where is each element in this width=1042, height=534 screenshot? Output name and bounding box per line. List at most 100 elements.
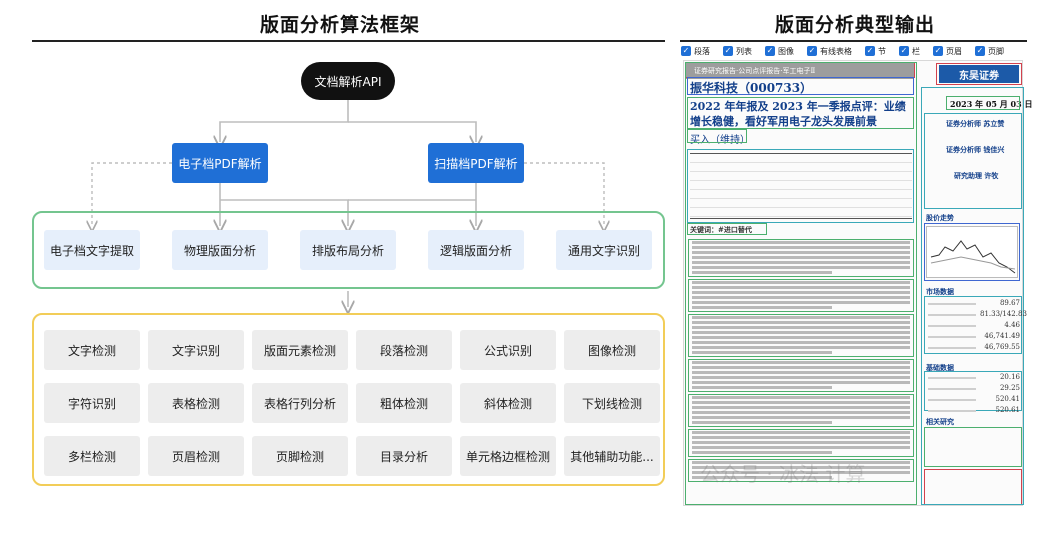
task-item: 其他辅助功能... [564,436,660,476]
checkbox-icon[interactable]: ✓ [723,46,733,56]
text-line [692,361,910,364]
text-line [692,376,910,379]
text-line [692,346,910,349]
task-item: 下划线检测 [564,383,660,423]
column-left [685,62,917,505]
framework-title: 版面分析算法框架 [259,14,420,36]
text-line [692,466,910,469]
legend-entry[interactable]: ✓有线表格 [807,46,852,57]
checkbox-icon[interactable]: ✓ [865,46,875,56]
task-item: 字符识别 [44,383,140,423]
rating-box [687,129,747,143]
text-line [692,271,832,274]
data-row-line [928,303,976,305]
legend: ✓段落✓列表✓图像✓有线表格✓节✓栏✓页眉✓页脚 [681,44,1027,58]
related-research-box [924,427,1022,467]
logo-box [936,63,1022,85]
text-line [692,451,832,454]
task-item: 图像检测 [564,330,660,370]
typical-output-title: 版面分析典型输出 [774,14,935,36]
text-line [692,396,910,399]
data-row-value: 520.61 [995,406,1021,414]
legend-label: 段落 [694,46,710,56]
text-line [692,461,910,464]
text-line [692,341,910,344]
data-row-value: 4.46 [1004,321,1020,329]
text-line [692,261,910,264]
analysis-layer-frame [32,211,665,289]
electronic-pdf-parse-node: 电子档PDF解析 [172,143,268,183]
legend-entry[interactable]: ✓栏 [899,46,920,57]
rating: 买入（维持） [690,135,750,146]
legend-entry[interactable]: ✓节 [865,46,886,57]
legend-entry[interactable]: ✓段落 [681,46,710,57]
side-heading: 研究助理 许牧 [954,171,999,180]
watermark: 公众号 · 冰法 计算 [700,462,866,486]
data-row-line [928,410,976,412]
data-row-value: 46,769.55 [984,343,1020,351]
legend-label: 页脚 [988,46,1004,56]
side-heading: 证券分析师 钱佳兴 [946,145,1005,154]
company-box [687,77,914,95]
data-row-line [928,336,976,338]
paragraph-box [688,359,914,392]
text-line [692,321,910,324]
text-line [692,286,910,289]
report-header-line: 证券研究报告·公司点评报告·军工电子Ⅱ [694,67,816,75]
text-line [692,326,910,329]
task-item: 表格检测 [148,383,244,423]
data-row-line [928,388,976,390]
text-line [692,421,832,424]
analyst-box [924,113,1022,209]
text-line [692,401,910,404]
headline: 2022 年年报及 2023 年一季报点评：业绩增长稳健，看好军用电子龙头发展前… [690,100,906,128]
layer-item: 物理版面分析 [172,230,268,270]
text-line [692,336,910,339]
report-header-strip [686,63,914,79]
legend-label: 页眉 [946,46,962,56]
side-heading: 相关研究 [926,417,954,426]
price-trend-chart [926,226,1018,278]
legend-entry[interactable]: ✓页脚 [975,46,1004,57]
text-line [692,406,910,409]
checkbox-icon[interactable]: ✓ [681,46,691,56]
task-item: 版面元素检测 [252,330,348,370]
checkbox-icon[interactable]: ✓ [975,46,985,56]
text-line [692,256,910,259]
data-row-value: 46,741.49 [984,332,1020,340]
paragraph-box [688,314,914,357]
checkbox-icon[interactable]: ✓ [899,46,909,56]
scanned-pdf-parse-node: 扫描档PDF解析 [428,143,524,183]
text-line [692,351,832,354]
paragraph-box [688,459,914,482]
text-line [692,371,910,374]
text-line [692,476,832,479]
data-row-line [928,399,976,401]
paragraph-box [688,429,914,457]
checkbox-icon[interactable]: ✓ [807,46,817,56]
checkbox-icon[interactable]: ✓ [933,46,943,56]
legend-label: 节 [878,46,886,56]
legend-entry[interactable]: ✓列表 [723,46,752,57]
checkbox-icon[interactable]: ✓ [765,46,775,56]
text-line [692,251,910,254]
key-section: 关键词：#进口替代 [690,225,752,234]
text-line [692,281,910,284]
document-preview: 证券研究报告·公司点评报告·军工电子Ⅱ 振华科技（000733） 2022 年年… [683,60,1032,506]
text-line [692,306,832,309]
legend-entry[interactable]: ✓页眉 [933,46,962,57]
text-line [692,411,910,414]
data-row-line [928,347,976,349]
paragraph-box [688,279,914,312]
text-line [692,416,910,419]
text-line [692,441,910,444]
text-line [692,301,910,304]
legend-label: 列表 [736,46,752,56]
text-line [692,316,910,319]
text-line [692,446,910,449]
data-row-value: 20.16 [999,373,1020,381]
task-item: 目录分析 [356,436,452,476]
data-row-line [928,314,976,316]
text-line [692,266,910,269]
legend-entry[interactable]: ✓图像 [765,46,794,57]
